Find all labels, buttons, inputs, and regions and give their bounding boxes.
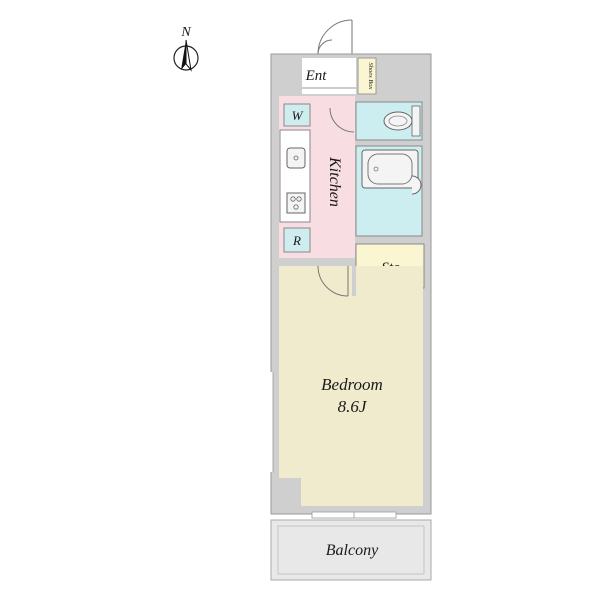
refrigerator-box: R xyxy=(283,227,311,253)
wall-pillar xyxy=(279,478,301,506)
washer-label: W xyxy=(292,108,304,123)
entrance-door-swing xyxy=(317,19,353,55)
kitchen-label: Kitchen xyxy=(326,156,343,207)
compass-arrow-icon xyxy=(173,39,199,72)
sink-icon xyxy=(286,147,306,169)
washer-box: W xyxy=(283,103,311,127)
shoes-box-label: Shoes Box xyxy=(367,63,374,90)
washbasin-icon xyxy=(411,175,422,195)
shoes-box xyxy=(357,57,377,95)
bathtub-icon xyxy=(361,149,419,189)
bedroom-door-swing xyxy=(317,265,349,297)
balcony-inner-line xyxy=(277,525,425,575)
bedroom-window xyxy=(269,372,274,472)
bedroom-size: 8.6J xyxy=(338,397,368,416)
refrigerator-label: R xyxy=(292,233,301,248)
balcony-sliding-door xyxy=(311,511,397,519)
bedroom-label: Bedroom xyxy=(321,375,383,394)
north-label: N xyxy=(180,25,191,40)
toilet-icon xyxy=(383,105,421,137)
bedroom-floor xyxy=(279,266,423,506)
compass: N xyxy=(173,25,199,72)
toilet-door-swing xyxy=(329,107,355,133)
entrance-label: Ent xyxy=(305,68,328,84)
balcony-label: Balcony xyxy=(326,542,379,559)
stove-icon xyxy=(286,192,306,214)
balcony xyxy=(270,519,432,581)
wall-partition xyxy=(352,266,356,296)
